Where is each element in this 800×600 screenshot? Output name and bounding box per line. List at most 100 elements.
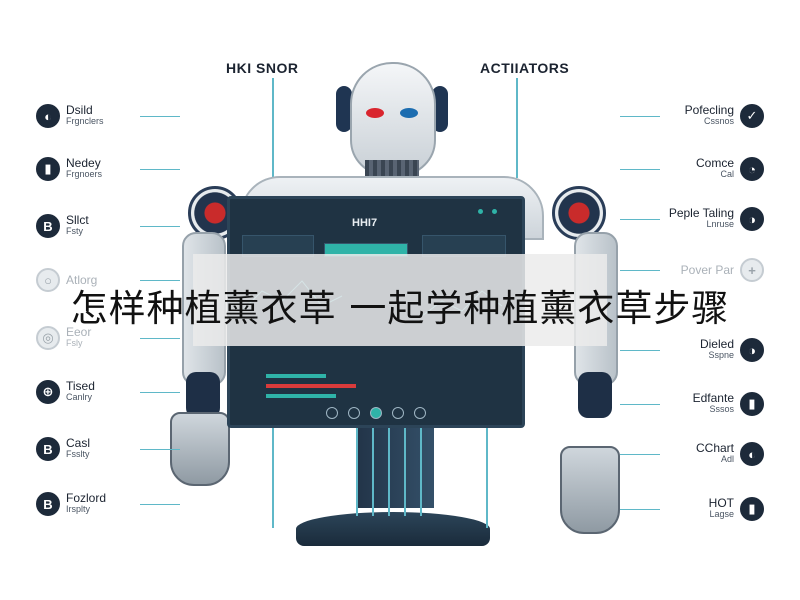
progress-bar [266, 374, 326, 378]
callout-icon: ◑ [740, 207, 764, 231]
callout-text: Atlorg [66, 274, 97, 286]
leader-line [272, 428, 274, 528]
callout-icon: B [36, 437, 60, 461]
callout-leader-line [140, 116, 180, 117]
actuators-leader-line [516, 78, 518, 178]
callout-leader-line [140, 226, 180, 227]
status-dot [492, 209, 497, 214]
right-hand [560, 446, 620, 534]
callout-icon: ◐ [740, 442, 764, 466]
control-button-active[interactable] [370, 407, 382, 419]
callout-icon: B [36, 492, 60, 516]
blue-eye [400, 108, 418, 118]
control-button[interactable] [392, 407, 404, 419]
left-callout: ○ Atlorg [36, 268, 97, 292]
left-hand [170, 412, 230, 486]
sensor-label: HKI SNOR [226, 60, 299, 76]
control-button[interactable] [414, 407, 426, 419]
callout-leader-line [140, 449, 180, 450]
cable [388, 428, 390, 516]
page-caption: 怎样种植薰衣草 一起学种植薰衣草步骤 [70, 287, 730, 330]
callout-subtitle: Cssnos [703, 116, 734, 126]
callout-title: Casl [66, 436, 91, 450]
callout-leader-line [620, 270, 660, 271]
callout-icon: ○ [36, 268, 60, 292]
callout-subtitle: Fsty [66, 226, 83, 236]
right-wrist [578, 372, 612, 418]
control-button[interactable] [326, 407, 338, 419]
callout-leader-line [140, 169, 180, 170]
callout-subtitle: Lnruse [706, 219, 734, 229]
callout-subtitle: Cal [720, 169, 734, 179]
callout-subtitle: Lagse [709, 509, 734, 519]
callout-title: Tised [66, 379, 95, 393]
cable [356, 428, 358, 516]
callout-leader-line [140, 504, 180, 505]
cable [372, 428, 374, 516]
callout-leader-line [620, 454, 660, 455]
callout-text: Pover Par [680, 262, 734, 277]
callout-icon: ⊕ [36, 380, 60, 404]
callout-subtitle: Canlry [66, 392, 93, 402]
callout-subtitle: Sspne [708, 350, 734, 360]
left-wrist [186, 372, 220, 418]
callout-icon: ◐ [36, 104, 60, 128]
right-callout: Pover Par+ [681, 258, 764, 282]
progress-bar [266, 394, 336, 398]
callout-subtitle: Sssos [709, 404, 734, 414]
callout-subtitle: Adl [720, 454, 734, 464]
monitor-base [296, 512, 490, 546]
callout-icon: ▮ [740, 497, 764, 521]
callout-leader-line [140, 338, 180, 339]
callout-title: Sllct [66, 213, 89, 227]
callout-leader-line [620, 169, 660, 170]
callout-subtitle: Fsly [66, 338, 83, 348]
callout-subtitle: Irsplty [66, 504, 91, 514]
callout-icon: ◑ [740, 338, 764, 362]
callout-icon: B [36, 214, 60, 238]
callout-title: Pover Par [680, 262, 734, 277]
callout-title: Fozlord [66, 491, 107, 505]
status-dot [478, 209, 483, 214]
callout-icon: ▮ [36, 157, 60, 181]
actuators-label: ACTIIATORS [480, 60, 570, 76]
callout-icon: ▮ [740, 392, 764, 416]
callout-leader-line [620, 509, 660, 510]
callout-subtitle: Fsslty [66, 449, 90, 459]
callout-icon: ✓ [740, 104, 764, 128]
caption-banner [193, 254, 607, 346]
callout-title: Dsild [66, 103, 93, 117]
callout-leader-line [620, 116, 660, 117]
callout-leader-line [620, 350, 660, 351]
callout-leader-line [140, 392, 180, 393]
cable [404, 428, 406, 516]
control-button[interactable] [348, 407, 360, 419]
monitor-title: HHI7 [352, 217, 378, 229]
alert-bar [266, 384, 356, 388]
right-headphone [432, 86, 448, 132]
leader-line [486, 428, 488, 528]
sensor-leader-line [272, 78, 274, 178]
callout-title: Eeor [66, 325, 92, 339]
callout-leader-line [620, 219, 660, 220]
